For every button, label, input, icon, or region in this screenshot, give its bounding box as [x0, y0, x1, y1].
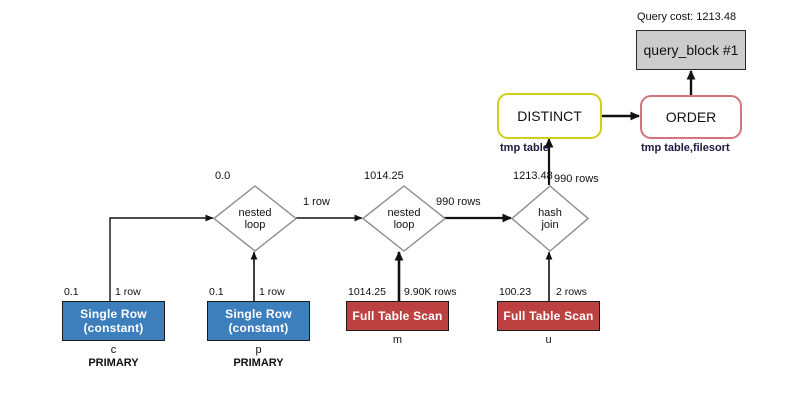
table-p-index: PRIMARY: [233, 357, 284, 369]
access-type-label: Full Table Scan: [503, 309, 593, 323]
distinct-node[interactable]: DISTINCT: [497, 93, 602, 139]
access-line-1: Full Table Scan: [503, 309, 594, 323]
access-line-1: Single Row: [225, 307, 292, 321]
table-node-u[interactable]: Full Table Scan: [497, 301, 600, 331]
access-line-1: Single Row: [80, 307, 147, 321]
table-u-cost: 100.23: [499, 286, 532, 298]
table-node-m[interactable]: Full Table Scan: [346, 301, 449, 331]
table-m-alias: m: [392, 334, 403, 346]
diamond-shape: [511, 185, 589, 252]
hash-join-cost: 1213.48: [513, 170, 553, 182]
table-m-rows: 9.90K rows: [404, 286, 457, 298]
table-node-p[interactable]: Single Row (constant): [207, 301, 310, 341]
access-type-label: Single Row (constant): [80, 307, 147, 335]
table-c-rows: 1 row: [115, 286, 141, 298]
table-p-cost: 0.1: [209, 286, 224, 298]
table-u-alias: u: [545, 334, 552, 346]
access-line-2: (constant): [83, 321, 144, 335]
query-block-node[interactable]: query_block #1: [636, 30, 746, 70]
access-line-2: (constant): [228, 321, 289, 335]
table-c-cost: 0.1: [64, 286, 79, 298]
access-type-label: Single Row (constant): [225, 307, 292, 335]
access-line-1: Full Table Scan: [352, 309, 443, 323]
table-p-rows: 1 row: [259, 286, 285, 298]
hash-join-rows: 990 rows: [554, 173, 599, 185]
query-cost-label: Query cost: 1213.48: [637, 11, 737, 23]
table-p-alias: p: [255, 344, 262, 356]
nested-loop-2-cost: 1014.25: [364, 170, 404, 182]
order-node[interactable]: ORDER: [640, 95, 742, 139]
distinct-note-label: tmp table: [500, 142, 549, 154]
nested-loop-2-rows: 990 rows: [436, 196, 481, 208]
table-c-index: PRIMARY: [88, 357, 139, 369]
nested-loop-2-node[interactable]: nested loop: [362, 185, 446, 252]
table-node-c[interactable]: Single Row (constant): [62, 301, 165, 341]
diamond-shape: [362, 185, 446, 252]
table-c-alias: c: [110, 344, 117, 356]
nested-loop-1-node[interactable]: nested loop: [213, 185, 297, 252]
order-note-label: tmp table,filesort: [641, 142, 730, 154]
nested-loop-1-rows: 1 row: [303, 196, 330, 208]
hash-join-node[interactable]: hash join: [511, 185, 589, 252]
diamond-shape: [213, 185, 297, 252]
nested-loop-1-cost: 0.0: [215, 170, 231, 182]
access-type-label: Full Table Scan: [352, 309, 442, 323]
table-u-rows: 2 rows: [556, 286, 587, 298]
table-m-cost: 1014.25: [348, 286, 386, 298]
